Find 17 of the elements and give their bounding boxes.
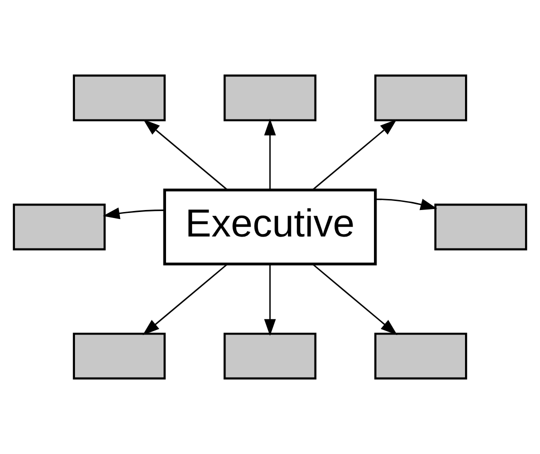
arrow	[264, 264, 276, 336]
arrow	[264, 118, 276, 190]
arrow	[376, 198, 438, 210]
arrow	[312, 264, 398, 336]
node-box	[12, 204, 106, 250]
node-box	[72, 74, 166, 122]
node-box	[434, 204, 528, 250]
arrow	[102, 208, 164, 220]
node-box: Executive	[163, 188, 377, 266]
node-box	[374, 74, 468, 122]
arrow	[312, 119, 397, 190]
arrow	[142, 264, 228, 336]
node-box	[224, 332, 316, 380]
node-box	[224, 74, 316, 122]
arrow	[143, 119, 228, 190]
node-box	[374, 332, 468, 380]
node-box	[72, 332, 166, 380]
